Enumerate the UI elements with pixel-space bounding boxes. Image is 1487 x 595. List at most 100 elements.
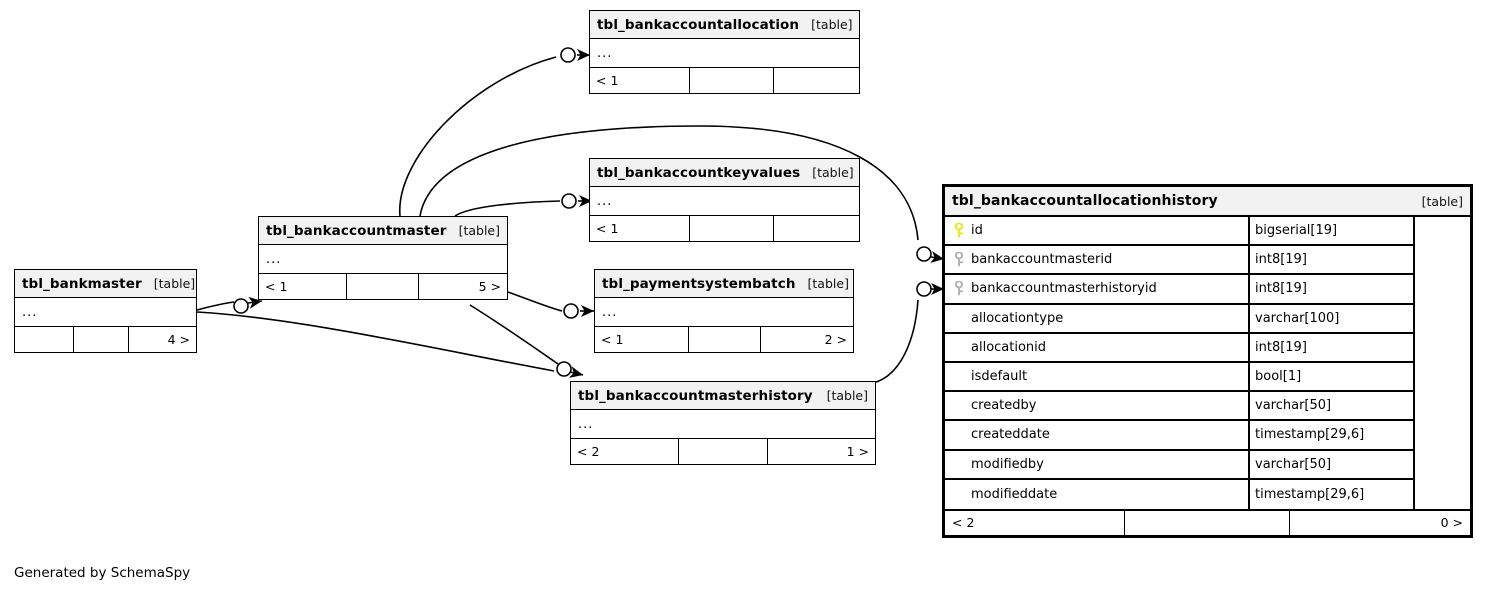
table-node-bankaccountmaster[interactable]: tbl_bankaccountmaster [table] ... < 1 5 … — [258, 216, 508, 300]
column-type: varchar[100] — [1255, 310, 1340, 326]
table-title: tbl_bankaccountmasterhistory — [578, 387, 813, 404]
footer-child-count: 2 > — [824, 332, 847, 347]
table-title: tbl_bankaccountallocationhistory — [952, 193, 1218, 209]
column-name-cell: createddate — [945, 421, 1250, 449]
table-row[interactable]: allocationtype varchar[100] — [945, 304, 1413, 334]
footer-parent-count: < 1 — [590, 68, 690, 93]
column-name-cell: isdefault — [945, 362, 1250, 391]
footer-child-count — [774, 68, 859, 93]
column-name-cell: bankaccountmasterhistoryid — [945, 275, 1250, 303]
table-row[interactable]: id bigserial[19] — [945, 217, 1413, 247]
collapsed-columns-ellipsis: ... — [590, 39, 859, 68]
table-node-paymentsystembatch[interactable]: tbl_paymentsystembatch [table] ... < 1 2… — [594, 269, 854, 353]
collapsed-columns-ellipsis: ... — [15, 298, 196, 327]
column-name: modifiedby — [971, 456, 1044, 472]
footer-parent-count: < 2 — [945, 510, 1125, 535]
footer-middle — [690, 68, 774, 93]
column-type: int8[19] — [1255, 339, 1307, 355]
edge-bankaccountmaster-to-bankaccountkeyvalues — [454, 193, 592, 217]
column-name: allocationid — [971, 339, 1047, 355]
table-row[interactable]: createdby varchar[50] — [945, 392, 1413, 422]
footer-parent-count — [15, 327, 74, 352]
edge-bankmaster-to-bankaccountmasterhistory — [196, 311, 555, 372]
primary-key-icon — [951, 223, 971, 238]
table-header[interactable]: tbl_bankaccountallocation [table] — [590, 11, 859, 39]
table-header[interactable]: tbl_bankaccountmaster [table] — [259, 217, 507, 245]
table-footer: < 1 5 > — [259, 274, 507, 299]
table-kind-label: [table] — [811, 17, 853, 32]
column-name-cell: modifieddate — [945, 479, 1250, 509]
table-row[interactable]: modifieddate timestamp[29,6] — [945, 479, 1413, 509]
column-type: timestamp[29,6] — [1255, 486, 1365, 502]
column-name: createdby — [971, 398, 1037, 414]
table-kind-label: [table] — [807, 276, 849, 291]
table-header[interactable]: tbl_bankaccountkeyvalues [table] — [590, 159, 859, 187]
footer-child-count — [774, 216, 859, 241]
edge-bankmaster-to-bankaccountmaster — [196, 296, 263, 314]
column-name: createddate — [971, 427, 1050, 443]
column-type: int8[19] — [1255, 281, 1307, 297]
table-node-bankmaster[interactable]: tbl_bankmaster [table] ... 4 > — [14, 269, 197, 353]
column-name: allocationtype — [971, 310, 1064, 326]
table-header[interactable]: tbl_bankaccountallocationhistory [table] — [945, 187, 1470, 217]
table-kind-label: [table] — [1421, 193, 1463, 209]
table-footer: < 1 — [590, 68, 859, 93]
footer-middle — [74, 327, 129, 352]
table-header[interactable]: tbl_bankaccountmasterhistory [table] — [571, 382, 875, 410]
table-footer: < 1 — [590, 216, 859, 241]
column-name: id — [971, 223, 983, 239]
collapsed-columns-ellipsis: ... — [259, 245, 507, 274]
table-footer: 4 > — [15, 327, 196, 352]
table-row[interactable]: createddate timestamp[29,6] — [945, 421, 1413, 451]
table-kind-label: [table] — [812, 165, 854, 180]
table-row[interactable]: bankaccountmasterhistoryid int8[19] — [945, 275, 1413, 305]
table-title: tbl_bankmaster — [22, 275, 142, 292]
collapsed-columns-ellipsis: ... — [571, 410, 875, 439]
table-node-bankaccountmasterhistory[interactable]: tbl_bankaccountmasterhistory [table] ...… — [570, 381, 876, 465]
column-name: modifieddate — [971, 486, 1058, 502]
footer-parent-count: < 1 — [595, 327, 689, 352]
table-row[interactable]: bankaccountmasterid int8[19] — [945, 246, 1413, 276]
table-row[interactable]: isdefault bool[1] — [945, 362, 1413, 393]
column-name: bankaccountmasterid — [971, 252, 1113, 268]
column-type: bigserial[19] — [1255, 223, 1338, 239]
column-name-cell: allocationid — [945, 333, 1250, 361]
table-title: tbl_bankaccountmaster — [266, 222, 447, 239]
generated-by-caption: Generated by SchemaSpy — [14, 565, 191, 581]
table-kind-label: [table] — [826, 388, 868, 403]
footer-parent-count: < 1 — [590, 216, 690, 241]
table-footer: < 2 1 > — [571, 439, 875, 464]
footer-parent-count: < 2 — [571, 439, 679, 464]
column-name-cell: allocationtype — [945, 304, 1250, 332]
footer-middle — [1125, 510, 1290, 535]
focus-table-columns-area: id bigserial[19] bankaccountma — [945, 217, 1470, 509]
footer-middle — [689, 327, 761, 352]
column-type: varchar[50] — [1255, 456, 1332, 472]
table-footer: < 1 2 > — [595, 327, 853, 352]
table-node-bankaccountallocation[interactable]: tbl_bankaccountallocation [table] ... < … — [589, 10, 860, 94]
column-name: bankaccountmasterhistoryid — [971, 281, 1157, 297]
table-node-bankaccountkeyvalues[interactable]: tbl_bankaccountkeyvalues [table] ... < 1 — [589, 158, 860, 242]
footer-child-count: 5 > — [478, 279, 501, 294]
column-name-cell: bankaccountmasterid — [945, 246, 1250, 274]
edge-bankaccountmaster-to-paymentsystembatch — [507, 291, 594, 319]
table-header[interactable]: tbl_paymentsystembatch [table] — [595, 270, 853, 298]
table-node-bankaccountallocationhistory[interactable]: tbl_bankaccountallocationhistory [table] — [942, 184, 1473, 538]
column-type: bool[1] — [1255, 369, 1302, 385]
footer-parent-count: < 1 — [259, 274, 347, 299]
column-name: isdefault — [971, 369, 1028, 385]
table-title: tbl_bankaccountkeyvalues — [597, 164, 801, 181]
table-kind-label: [table] — [458, 223, 500, 238]
table-row[interactable]: allocationid int8[19] — [945, 333, 1413, 363]
table-title: tbl_paymentsystembatch — [602, 275, 796, 292]
footer-child-count: 0 > — [1440, 515, 1463, 531]
column-rows: id bigserial[19] bankaccountma — [945, 217, 1413, 509]
table-title: tbl_bankaccountallocation — [597, 16, 800, 33]
footer-middle — [679, 439, 768, 464]
foreign-key-icon — [951, 252, 971, 267]
column-type: int8[19] — [1255, 252, 1307, 268]
table-header[interactable]: tbl_bankmaster [table] — [15, 270, 196, 298]
footer-child-count: 1 > — [846, 444, 869, 459]
table-row[interactable]: modifiedby varchar[50] — [945, 450, 1413, 480]
collapsed-columns-ellipsis: ... — [595, 298, 853, 327]
